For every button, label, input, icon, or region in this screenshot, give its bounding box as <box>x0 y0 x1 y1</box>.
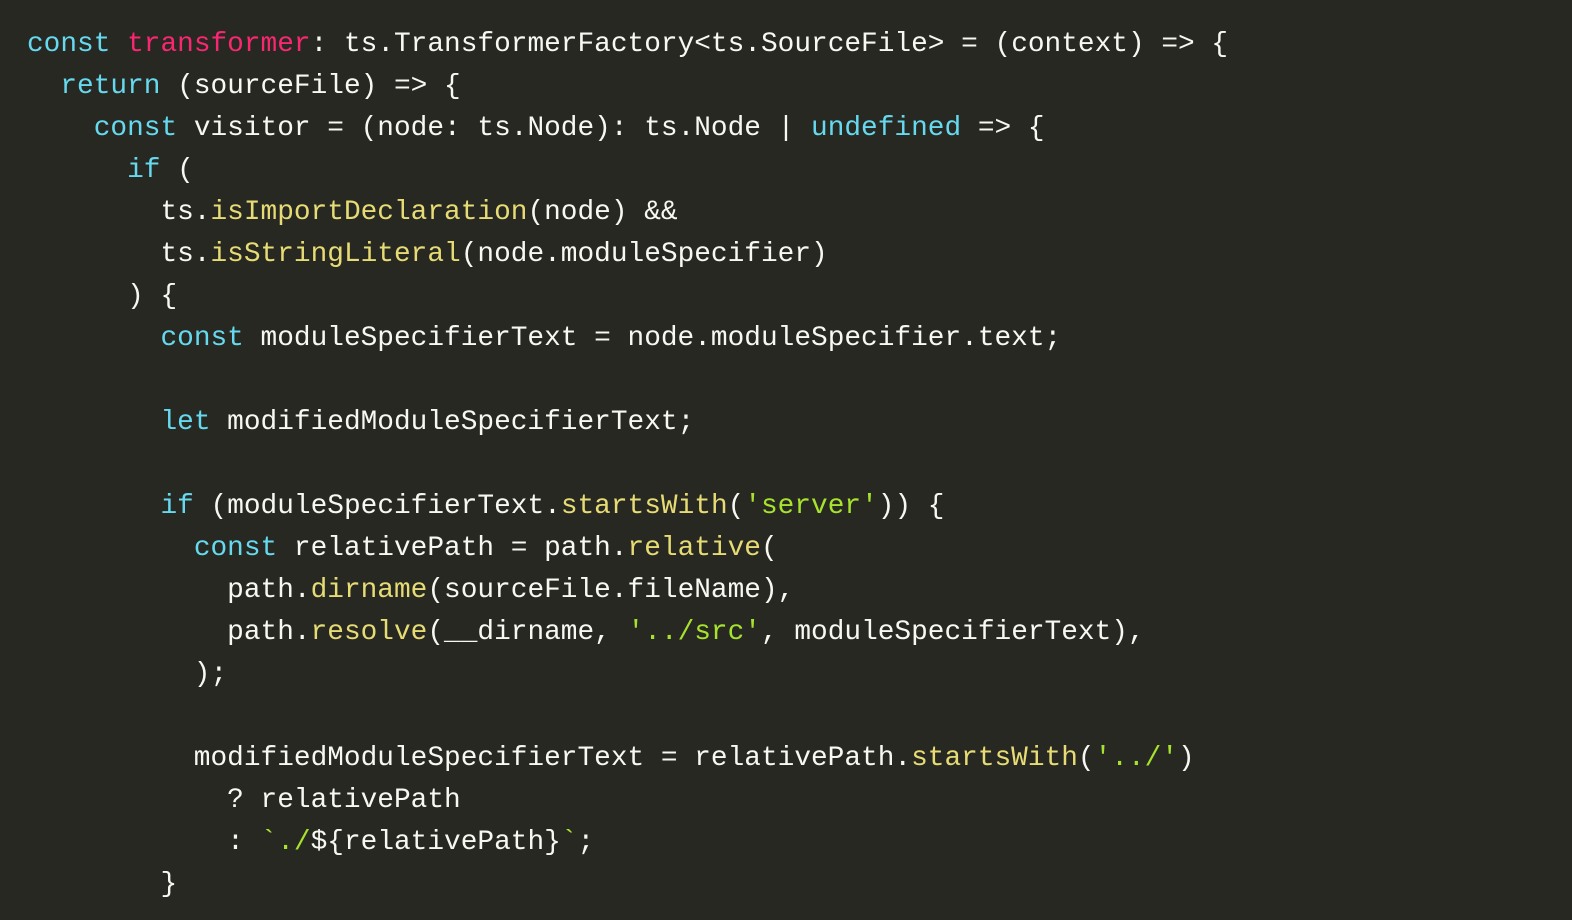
code-line: if (moduleSpecifierText.startsWith('serv… <box>27 486 1572 528</box>
code-token-plain: ) { <box>27 281 178 312</box>
code-token-plain: ) <box>1178 743 1195 774</box>
code-line: modifiedModuleSpecifierText = relativePa… <box>27 738 1572 780</box>
code-token-plain <box>27 533 194 564</box>
code-token-plain: )) { <box>877 491 945 522</box>
code-token-plain: ts. <box>27 239 211 270</box>
code-token-plain: ? relativePath <box>27 785 461 816</box>
code-token-keyword: const <box>160 323 244 354</box>
code-line: const moduleSpecifierText = node.moduleS… <box>27 318 1572 360</box>
code-token-plain <box>110 29 127 60</box>
code-token-func: startsWith <box>911 743 1078 774</box>
code-token-keyword: undefined <box>811 113 962 144</box>
code-token-plain: path. <box>27 617 311 648</box>
code-line <box>27 444 1572 486</box>
code-token-plain: ( <box>160 155 194 186</box>
code-token-plain <box>27 113 94 144</box>
code-line: const relativePath = path.relative( <box>27 528 1572 570</box>
code-line: path.resolve(__dirname, '../src', module… <box>27 612 1572 654</box>
code-line: : `./${relativePath}`; <box>27 822 1572 864</box>
code-token-plain: ts. <box>27 197 211 228</box>
code-token-plain: (moduleSpecifierText. <box>193 491 561 522</box>
code-token-plain <box>27 491 160 522</box>
code-line: ? relativePath <box>27 780 1572 822</box>
code-token-plain <box>27 155 127 186</box>
code-line <box>27 696 1572 738</box>
code-line: } <box>27 864 1572 906</box>
code-token-string: '../' <box>1094 743 1178 774</box>
code-line: path.dirname(sourceFile.fileName), <box>27 570 1572 612</box>
code-token-func: dirname <box>310 575 428 606</box>
code-token-plain <box>27 407 160 438</box>
code-token-plain: } <box>27 869 178 900</box>
code-token-plain <box>27 323 160 354</box>
code-token-plain: ; <box>577 827 595 858</box>
code-token-plain: ${relativePath} <box>310 827 561 858</box>
code-line <box>27 360 1572 402</box>
code-token-plain: : <box>27 827 261 858</box>
code-token-keyword: const <box>93 113 178 144</box>
code-line: const visitor = (node: ts.Node): ts.Node… <box>27 108 1572 150</box>
code-line: if ( <box>27 150 1572 192</box>
code-token-keyword: if <box>127 155 161 186</box>
code-token-string: '../src' <box>627 617 761 648</box>
code-token-keyword: let <box>160 407 211 438</box>
code-token-plain: , moduleSpecifierText), <box>760 617 1145 648</box>
code-token-plain: ); <box>27 659 228 690</box>
code-token-plain: (sourceFile.fileName), <box>427 575 795 606</box>
code-line: const transformer: ts.TransformerFactory… <box>27 24 1572 66</box>
code-token-func: isImportDeclaration <box>210 197 528 228</box>
code-line: ) { <box>27 276 1572 318</box>
code-token-plain: (node) && <box>527 197 678 228</box>
code-block[interactable]: const transformer: ts.TransformerFactory… <box>27 24 1572 906</box>
code-token-keyword: if <box>160 491 194 522</box>
code-token-plain: (__dirname, <box>427 617 628 648</box>
code-token-keyword: const <box>193 533 278 564</box>
code-line: ); <box>27 654 1572 696</box>
code-token-plain: modifiedModuleSpecifierText = relativePa… <box>27 743 912 774</box>
code-token-plain: visitor = (node: ts.Node): ts.Node | <box>177 113 812 144</box>
code-token-string: `./ <box>260 827 311 858</box>
code-token-plain <box>27 71 60 102</box>
code-token-plain: ( <box>760 533 778 564</box>
code-token-keyword: return <box>60 71 161 102</box>
code-token-string: ` <box>560 827 578 858</box>
code-token-plain: modifiedModuleSpecifierText; <box>210 407 695 438</box>
code-token-plain: ( <box>1077 743 1095 774</box>
code-token-plain: (node.moduleSpecifier) <box>460 239 828 270</box>
code-token-plain: => { <box>961 113 1045 144</box>
code-token-decl: transformer <box>127 29 311 60</box>
code-token-func: startsWith <box>560 491 728 522</box>
code-token-keyword: const <box>27 29 111 60</box>
code-token-func: relative <box>627 533 761 564</box>
code-token-plain: path. <box>27 575 311 606</box>
code-token-plain: moduleSpecifierText = node.moduleSpecifi… <box>243 323 1062 354</box>
code-token-plain: ( <box>727 491 745 522</box>
code-token-plain: : ts.TransformerFactory<ts.SourceFile> =… <box>310 29 1229 60</box>
code-token-plain: (sourceFile) => { <box>160 71 461 102</box>
code-line: ts.isImportDeclaration(node) && <box>27 192 1572 234</box>
code-token-func: resolve <box>310 617 428 648</box>
code-line: let modifiedModuleSpecifierText; <box>27 402 1572 444</box>
code-token-func: isStringLiteral <box>210 239 461 270</box>
code-token-plain: relativePath = path. <box>277 533 628 564</box>
code-line: ts.isStringLiteral(node.moduleSpecifier) <box>27 234 1572 276</box>
code-token-string: 'server' <box>744 491 878 522</box>
code-line: return (sourceFile) => { <box>27 66 1572 108</box>
